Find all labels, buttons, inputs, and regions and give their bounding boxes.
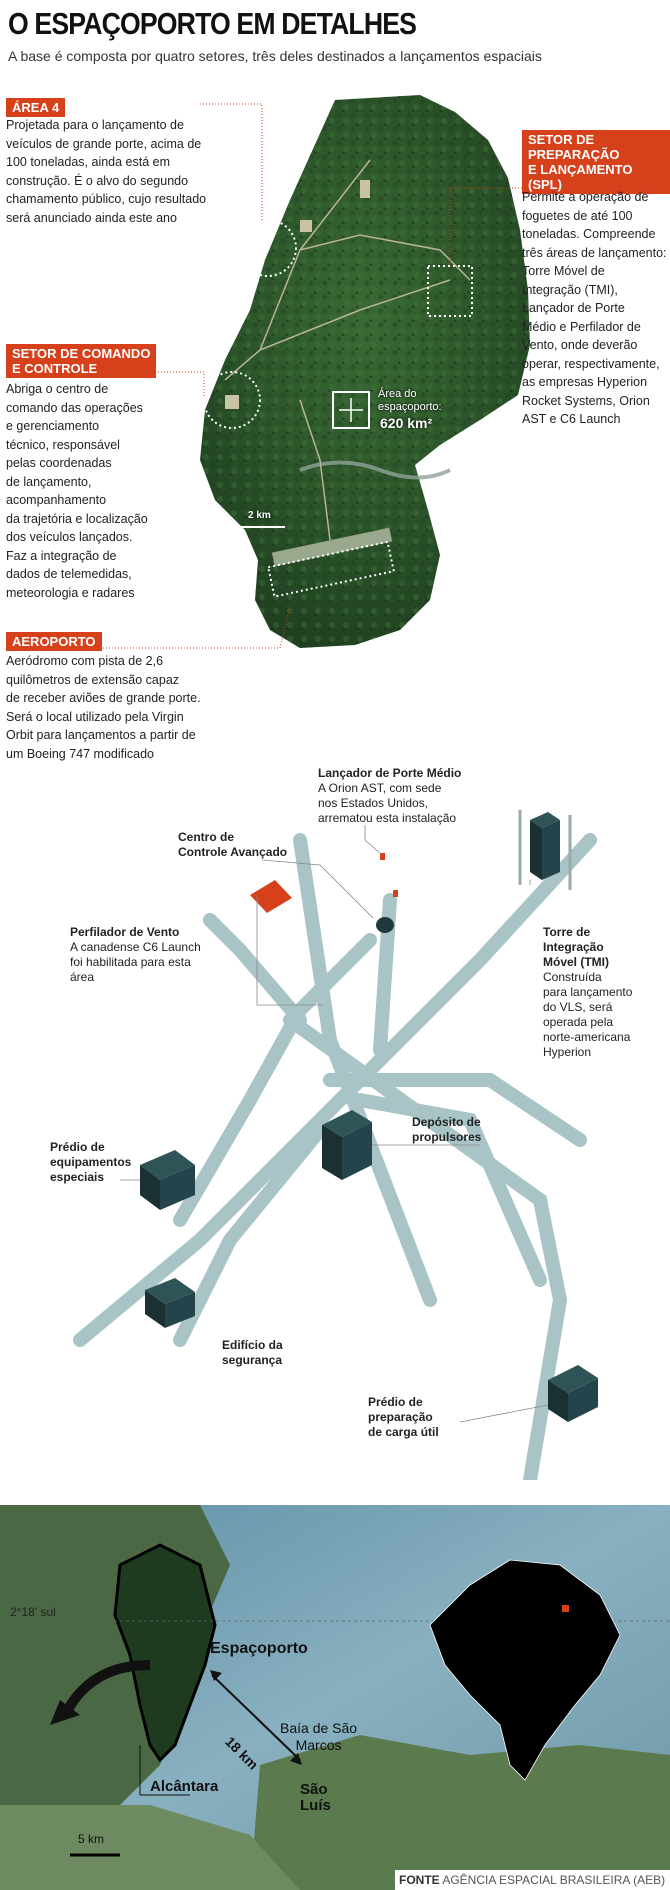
spl-diagram xyxy=(73,810,598,1480)
runway xyxy=(271,527,393,567)
locator-map xyxy=(0,1505,670,1890)
satellite-scale-label: 2 km xyxy=(248,510,271,521)
spaceport-outline xyxy=(113,1543,217,1763)
locator-scale-label: 5 km xyxy=(78,1832,105,1846)
lancador-label: Lançador de Porte Médio A Orion AST, com… xyxy=(318,766,462,825)
alcantara-label: Alcântara xyxy=(150,1778,219,1795)
brazil-map xyxy=(429,1559,621,1781)
maranhao-marker xyxy=(562,1605,569,1612)
perfilador-label: Perfilador de Vento A canadense C6 Launc… xyxy=(70,925,201,984)
spl-marker xyxy=(427,265,473,317)
area4-tag: ÁREA 4 xyxy=(6,98,66,117)
road-network xyxy=(73,833,597,1480)
source-credit: FONTE AGÊNCIA ESPACIAL BRASILEIRA (AEB) xyxy=(395,1870,670,1890)
perfilador-marker xyxy=(250,880,292,913)
clearing-area4 xyxy=(300,220,312,232)
area-label: Área do espaçoporto: xyxy=(378,388,442,413)
page-title: O ESPAÇOPORTO EM DETALHES xyxy=(8,6,417,41)
aeroporto-tag: AEROPORTO xyxy=(6,632,102,651)
comando-marker xyxy=(203,371,261,429)
area-value: 620 km² xyxy=(380,415,433,431)
latitude-label: 2°18' sul xyxy=(10,1605,56,1619)
area-icon xyxy=(332,391,370,429)
satellite-map xyxy=(88,95,530,649)
aeroporto-marker xyxy=(267,540,395,598)
page-subtitle: A base é composta por quatro setores, tr… xyxy=(8,48,542,64)
area4-marker xyxy=(239,219,297,277)
espacoporto-label: Espaçoporto xyxy=(210,1640,308,1657)
